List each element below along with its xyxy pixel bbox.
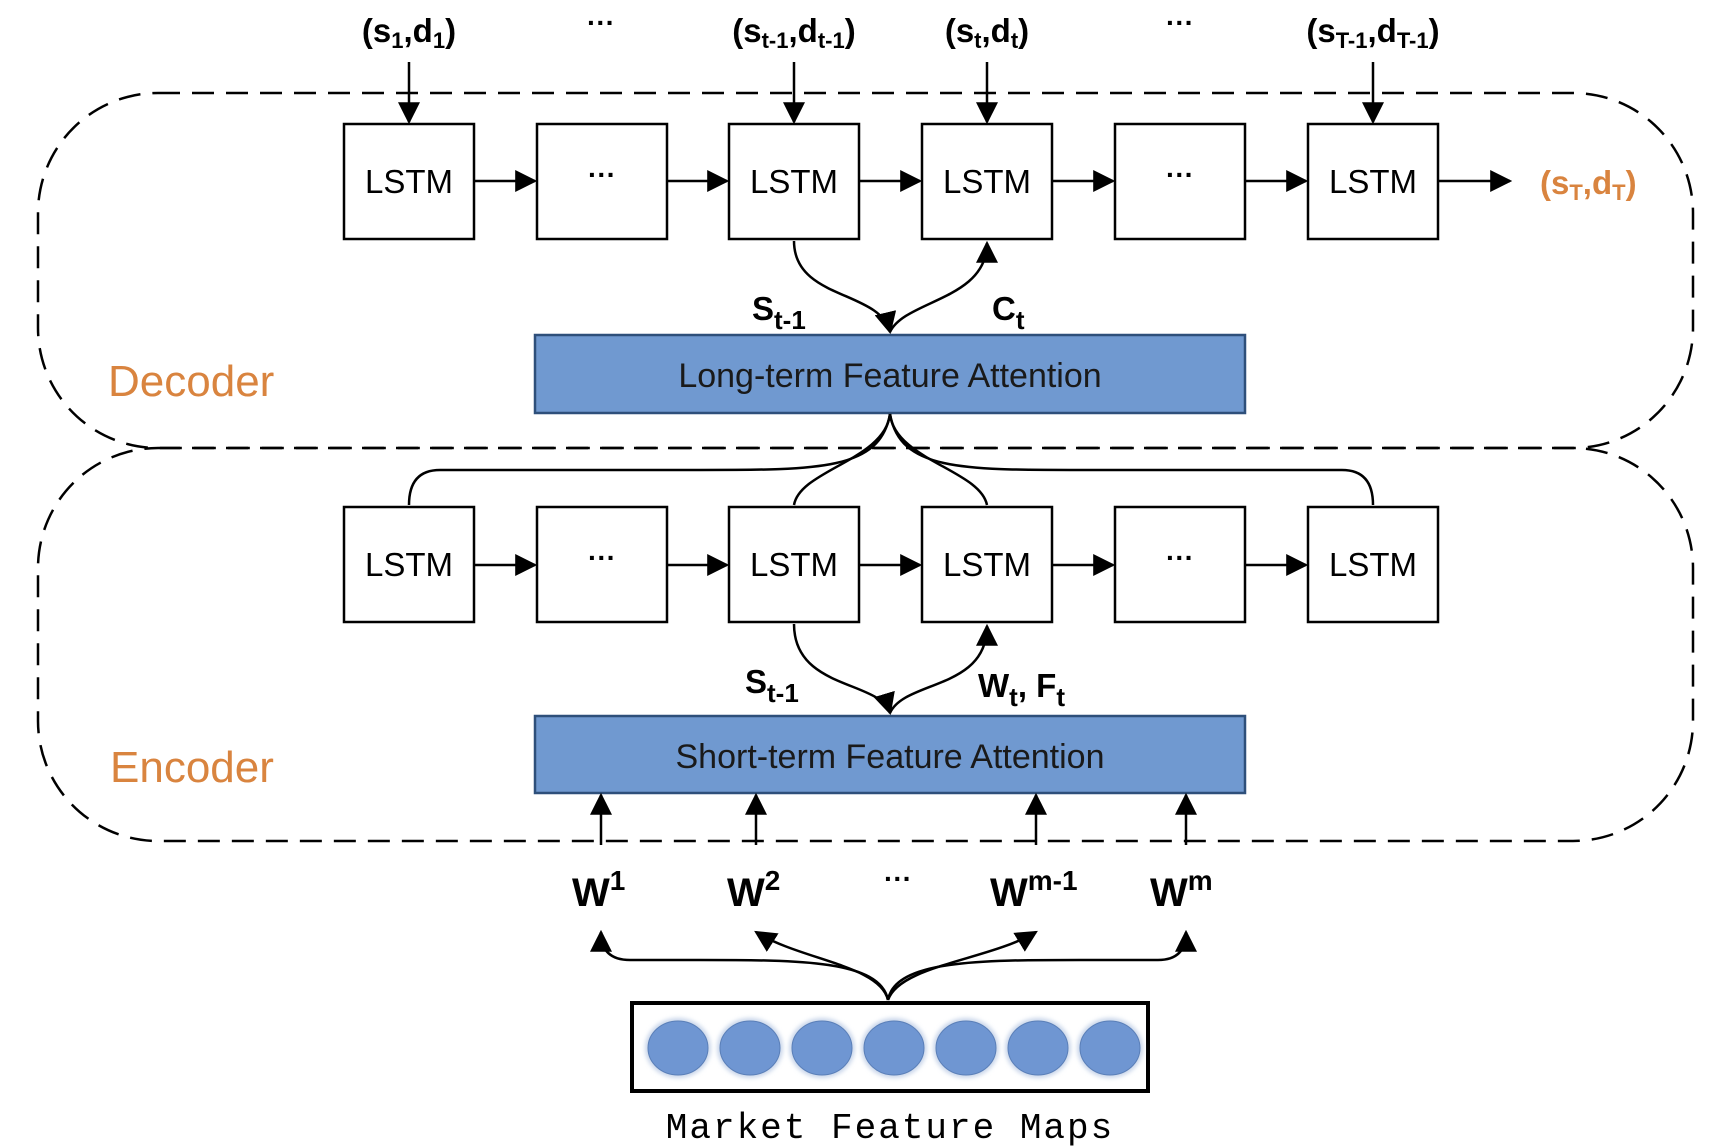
window-m: Wm [1150, 865, 1213, 915]
encoder-cell-3: LSTM [727, 505, 861, 624]
window-2: W2 [727, 865, 780, 915]
encoder-cell-5: ··· [1113, 505, 1247, 624]
short-term-attention-label: Short-term Feature Attention [676, 738, 1105, 776]
encoder-cell-2-label: ··· [588, 542, 616, 573]
decoder-cell-1-label: LSTM [365, 163, 453, 200]
encoder-cell-1-label: LSTM [365, 546, 453, 583]
decoder-cell-3-label: LSTM [750, 163, 838, 200]
feature-circle [863, 1020, 925, 1076]
encoder-cell-5-label: ··· [1166, 542, 1194, 573]
window-arrows [590, 792, 1197, 845]
feature-circle [647, 1020, 709, 1076]
encoder-cell-2: ··· [535, 505, 669, 624]
feature-circles [645, 1018, 1143, 1078]
decoder-cell-3: LSTM [727, 122, 861, 241]
decoder-cell-2: ··· [535, 122, 669, 241]
attention-fan [407, 413, 1375, 506]
decoder-cell-1: LSTM [342, 122, 476, 241]
decoder-context-label: Ct [992, 290, 1025, 335]
encoder-cell-3-label: LSTM [750, 546, 838, 583]
decoder-cell-2-label: ··· [588, 159, 616, 190]
decoder-label: Decoder [108, 357, 274, 406]
decoder-input-ellipsis-2: ··· [1166, 7, 1194, 38]
window-m-minus-1: Wm-1 [990, 865, 1078, 915]
decoder-input-arrows [398, 62, 1384, 125]
market-feature-maps [630, 1001, 1150, 1093]
encoder-attention-links [792, 623, 998, 716]
decoder-cell-4-label: LSTM [943, 163, 1031, 200]
decoder-cell-4: LSTM [920, 122, 1054, 241]
encoder-cell-6: LSTM [1306, 505, 1440, 624]
decoder-state-label: St-1 [752, 290, 806, 335]
long-term-attention-label: Long-term Feature Attention [678, 357, 1101, 395]
decoder-attention-links [792, 240, 998, 335]
decoder-inputs: (s1,d1) ··· (st-1,dt-1) (st,dt) ··· (sT-… [362, 7, 1440, 53]
decoder-cell-5-label: ··· [1166, 159, 1194, 190]
decoder-input-t: (st,dt) [945, 12, 1029, 53]
feature-circle [935, 1020, 997, 1076]
decoder-cell-6: LSTM [1306, 122, 1440, 241]
feature-circle [791, 1020, 853, 1076]
encoder-state-label: St-1 [745, 663, 799, 708]
encoder-label: Encoder [110, 743, 274, 792]
encoder-cell-4: LSTM [920, 505, 1054, 624]
window-labels: W1 W2 ··· Wm-1 Wm [572, 863, 1213, 915]
market-feature-maps-label: Market Feature Maps [666, 1108, 1114, 1148]
long-term-attention: Long-term Feature Attention [533, 333, 1247, 415]
encoder-state-curve [792, 623, 895, 716]
feature-fan [590, 929, 1197, 1001]
decoder-input-1: (s1,d1) [362, 12, 456, 53]
decoder-cell-5: ··· [1113, 122, 1247, 241]
encoder-cells: LSTM ··· LSTM LSTM ··· LSTM [342, 505, 1440, 624]
encoder-cell-1: LSTM [342, 505, 476, 624]
feature-circle [719, 1020, 781, 1076]
decoder-input-t-minus-1: (st-1,dt-1) [732, 12, 855, 53]
decoder-state-curve [792, 240, 897, 335]
feature-circle [1079, 1020, 1141, 1076]
decoder-input-ellipsis-1: ··· [587, 7, 615, 38]
encoder-weight-curve [888, 623, 998, 714]
encoder-weight-label: Wt, Ft [978, 667, 1065, 712]
decoder-output: (sT,dT) [1540, 164, 1637, 205]
encoder-cell-6-label: LSTM [1329, 546, 1417, 583]
feature-circle [1007, 1020, 1069, 1076]
window-ellipsis: ··· [884, 863, 912, 894]
window-1: W1 [572, 865, 625, 915]
short-term-attention: Short-term Feature Attention [533, 714, 1247, 795]
decoder-input-T-minus-1: (sT-1,dT-1) [1306, 12, 1439, 53]
decoder-cell-6-label: LSTM [1329, 163, 1417, 200]
encoder-cell-4-label: LSTM [943, 546, 1031, 583]
encoder-region [36, 446, 1695, 843]
decoder-context-curve [888, 240, 998, 333]
